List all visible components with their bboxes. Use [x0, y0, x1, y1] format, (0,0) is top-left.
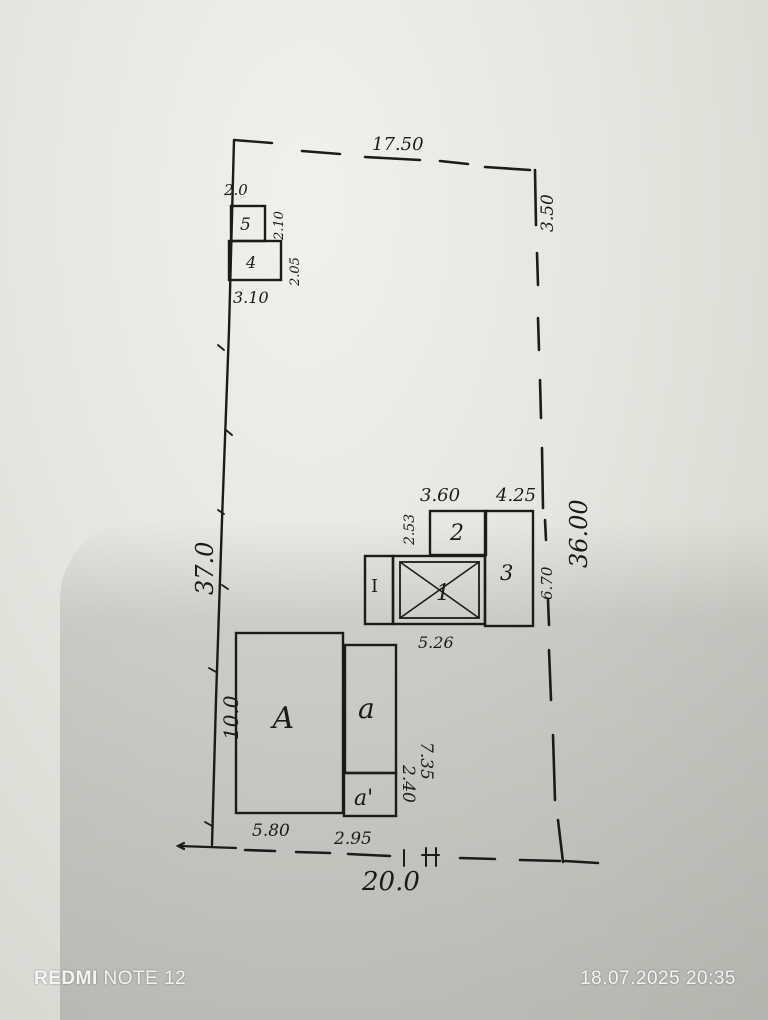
building-1-inner [399, 561, 480, 619]
courtyard-top-left-label: 3.60 [420, 485, 460, 506]
house-A [234, 631, 345, 815]
house-a1-height-label: 2.40 [398, 764, 418, 803]
building-1-cross [399, 561, 480, 619]
right-offset-label: 3.50 [538, 194, 558, 232]
building-2-height-label: 2.53 [402, 514, 418, 546]
left-length-label: 37.0 [191, 542, 219, 595]
outbuilding-4-height-label: 2.05 [288, 257, 303, 287]
annex-I-label: I [371, 576, 378, 597]
top-width-label: 17.50 [372, 134, 424, 155]
building-3-label: 3 [500, 561, 513, 585]
outbuilding-5-label: 5 [240, 215, 251, 235]
bottom-left-arrow [175, 841, 238, 851]
brand-model: NOTE 12 [97, 968, 187, 989]
annex-I [363, 554, 395, 626]
building-1-width-label: 5.26 [418, 633, 454, 652]
building-3-height-label: 6.70 [538, 566, 556, 600]
house-a-height-label: 7.35 [416, 742, 436, 780]
bottom-boundary-marks [403, 847, 440, 867]
outbuilding-width-bottom-label: 3.10 [233, 288, 269, 307]
camera-watermark-brand: REDMI NOTE 12 [34, 968, 186, 990]
top-boundary-dashed [300, 149, 532, 172]
building-1-label: 1 [436, 581, 450, 606]
bottom-width-label: 20.0 [361, 867, 420, 897]
right-boundary-dashed [533, 168, 565, 864]
house-a1-label: а' [354, 786, 373, 811]
outbuilding-width-top-label: 2.0 [223, 181, 248, 199]
building-2-label: 2 [449, 521, 464, 546]
outbuilding-4 [227, 239, 283, 282]
right-length-label: 36.00 [565, 499, 593, 568]
outbuilding-5-height-label: 2.10 [272, 211, 287, 241]
house-A-width-label: 5.80 [252, 821, 290, 841]
house-A-label: А [270, 701, 295, 736]
courtyard-top-right-label: 4.25 [495, 485, 536, 506]
outbuilding-4-label: 4 [245, 253, 256, 272]
left-boundary-ticks [204, 344, 233, 827]
house-a1 [342, 771, 398, 818]
house-a-label: а [358, 692, 375, 725]
bottom-boundary-dashed [243, 848, 600, 865]
phone-shadow [60, 520, 768, 1020]
left-boundary-line [210, 138, 274, 847]
left-lower-label: 10.0 [219, 695, 243, 740]
house-a-width-label: 2.95 [333, 829, 372, 849]
camera-watermark-datetime: 18.07.2025 20:35 [580, 968, 736, 989]
brand-name: REDMI [34, 968, 98, 989]
